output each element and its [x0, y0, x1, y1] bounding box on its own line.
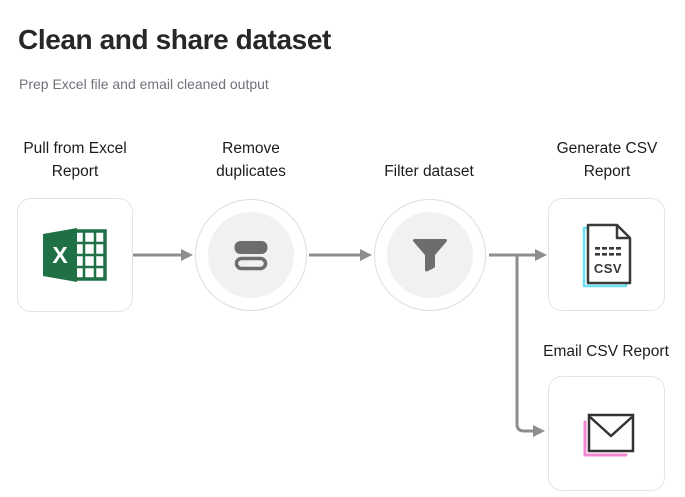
circle-inner	[208, 212, 294, 298]
node-label-filter-dataset: Filter dataset	[384, 163, 474, 180]
funnel-icon	[413, 239, 447, 272]
csv-icon-text: CSV	[593, 261, 621, 276]
duplicates-icon	[234, 241, 268, 271]
node-pull-from-excel-report[interactable]: X	[17, 198, 133, 312]
node-label-remove-duplicates: Remove duplicates	[216, 140, 286, 180]
circle-inner	[387, 212, 473, 298]
page-title: Clean and share dataset	[18, 24, 331, 55]
excel-icon-letter: X	[52, 242, 68, 268]
node-email-csv-report[interactable]	[548, 376, 665, 491]
node-filter-dataset[interactable]	[374, 199, 486, 311]
node-label-pull-from-excel-report: Pull from Excel Report	[23, 140, 127, 180]
node-generate-csv-report[interactable]: CSV	[548, 198, 665, 311]
page-subtitle: Prep Excel file and email cleaned output	[19, 76, 269, 92]
node-remove-duplicates[interactable]	[195, 199, 307, 311]
node-label-generate-csv-report: Generate CSV Report	[556, 140, 658, 180]
envelope-icon	[583, 413, 634, 456]
excel-icon: X	[43, 228, 107, 282]
csv-file-icon: CSV	[582, 223, 631, 287]
node-label-email-csv-report: Email CSV Report	[543, 343, 669, 360]
